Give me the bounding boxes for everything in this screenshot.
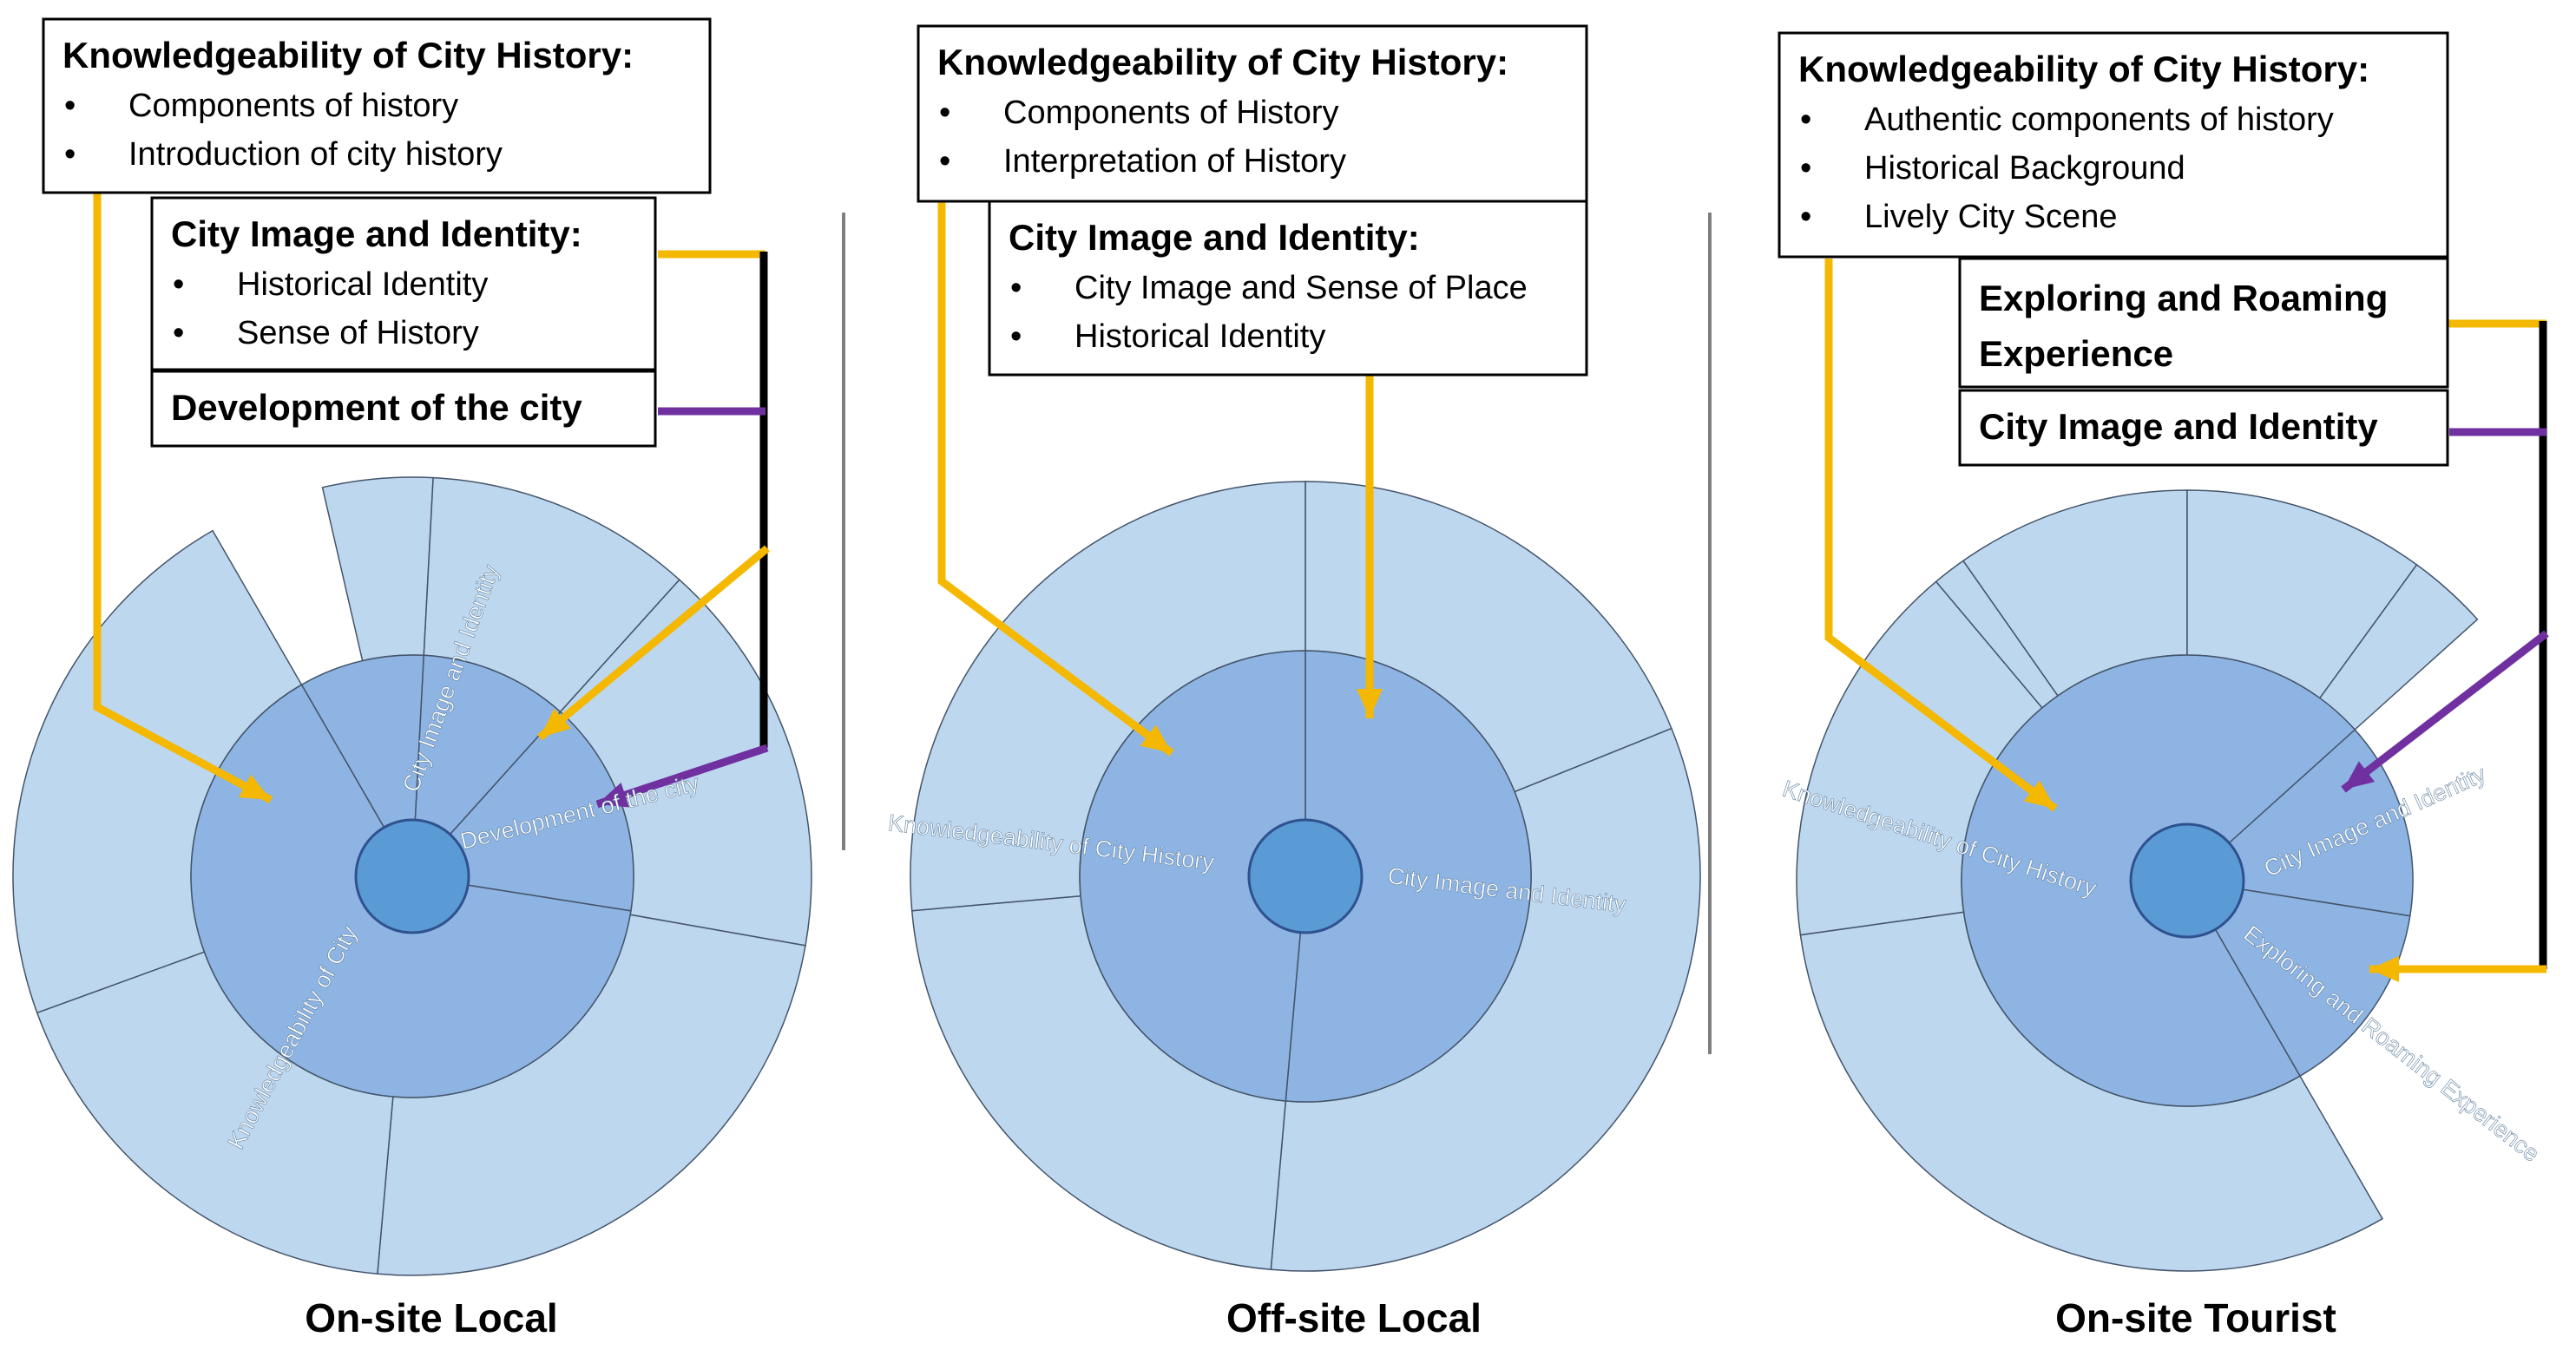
legend-box-frame: [150, 370, 657, 448]
legend-box-title: Development of the city: [171, 387, 582, 428]
legend-box-frame: [42, 17, 712, 194]
legend-box-frame: [988, 200, 1588, 377]
bullet-icon: •: [1010, 318, 1022, 355]
connector-line: [595, 744, 769, 809]
outer-ring-segment: [321, 476, 434, 662]
legend-box: City Image and Identity: • Historical Iden…: [150, 196, 657, 371]
legend-box: City Image and Identity: • City Image and …: [988, 200, 1588, 377]
panel-caption: On-site Local: [305, 1295, 557, 1340]
bullet-icon: •: [1800, 199, 1811, 235]
bullet-icon: •: [1010, 270, 1022, 306]
panel-caption: Off-site Local: [1226, 1295, 1482, 1340]
legend-box-item: Introduction of city history: [128, 136, 503, 173]
legend-box-item: Historical Background: [1864, 150, 2185, 187]
arrow-head-icon: [1357, 689, 1383, 718]
arrow-head-icon: [540, 708, 571, 737]
bullet-icon: •: [173, 266, 184, 303]
legend-box-item: Interpretation of History: [1003, 143, 1346, 180]
legend-box-title: Exploring and Roaming: [1979, 278, 2388, 318]
legend-box-item: Sense of History: [237, 315, 479, 351]
legend-box-title: City Image and Identity:: [1009, 217, 1420, 258]
arrow-head-icon: [2343, 761, 2376, 790]
connector-line: [2341, 630, 2549, 793]
legend-box: Knowledgeability of City History: • Authen…: [1778, 31, 2449, 259]
legend-box-frame: [1778, 31, 2449, 259]
bullet-icon: •: [939, 143, 950, 180]
legend-box-title: Knowledgeability of City History:: [1798, 49, 2369, 89]
sunburst-center: [1247, 818, 1364, 934]
arrow-head-icon: [1140, 724, 1172, 753]
legend-box: City Image and Identity: [1958, 389, 2449, 467]
arrow-head-icon: [238, 774, 271, 800]
bullet-icon: •: [64, 88, 76, 124]
legend-box-item: Historical Identity: [1074, 318, 1325, 355]
connector-line: [937, 201, 1174, 757]
connector-line: [537, 545, 770, 741]
arrow-head-icon: [597, 783, 629, 808]
legend-box-item: Components of History: [1003, 95, 1339, 131]
bullet-icon: •: [173, 315, 184, 351]
legend-box: Development of the city: [150, 370, 657, 448]
legend-box-item: Authentic components of history: [1864, 102, 2334, 138]
legend-box-item: Lively City Scene: [1864, 199, 2117, 235]
legend-box-frame: [150, 196, 657, 371]
sunburst-center: [354, 818, 470, 934]
sunburst-center: [2129, 822, 2245, 939]
bullet-icon: •: [1800, 150, 1811, 187]
arrow-head-icon: [2023, 780, 2055, 809]
panel-caption: On-site Tourist: [2055, 1295, 2336, 1340]
legend-box-frame: [1958, 257, 2449, 389]
legend-box-frame: [1958, 389, 2449, 467]
connector-line: [93, 193, 273, 803]
legend-box-item: City Image and Sense of Place: [1074, 270, 1528, 306]
legend-box-title: Knowledgeability of City History:: [937, 42, 1508, 82]
connector-line: [1824, 259, 2058, 812]
bullet-icon: •: [939, 95, 950, 131]
legend-box-frame: [917, 24, 1588, 203]
legend-box-title: City Image and Identity:: [171, 213, 582, 254]
bullet-icon: •: [1800, 102, 1811, 138]
bullet-icon: •: [64, 136, 76, 173]
legend-box-item: Historical Identity: [237, 266, 488, 303]
legend-box: Knowledgeability of City History: • Compon…: [42, 17, 712, 194]
legend-box: Knowledgeability of City History: • Compon…: [917, 24, 1588, 203]
legend-box-title-line2: Experience: [1979, 333, 2173, 374]
legend-box-item: Components of history: [128, 88, 458, 124]
legend-box-title: Knowledgeability of City History:: [62, 35, 634, 75]
legend-box-title: City Image and Identity: [1979, 406, 2378, 447]
arrow-head-icon: [2369, 956, 2399, 982]
